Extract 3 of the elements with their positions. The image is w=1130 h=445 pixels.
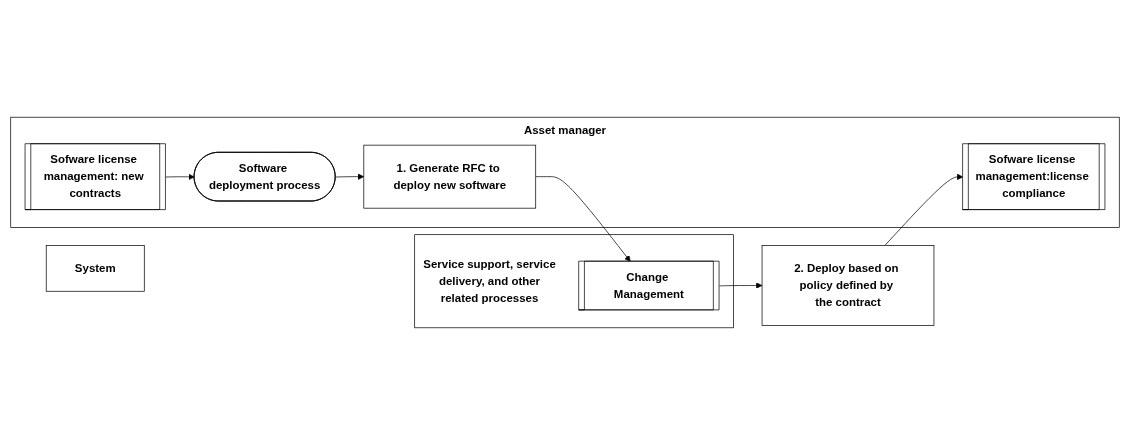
node-box: System (45, 245, 145, 292)
node-box: 1. Generate RFC to deploy new software (363, 144, 537, 209)
node-box: 2. Deploy based on policy defined by the contract (761, 245, 935, 326)
